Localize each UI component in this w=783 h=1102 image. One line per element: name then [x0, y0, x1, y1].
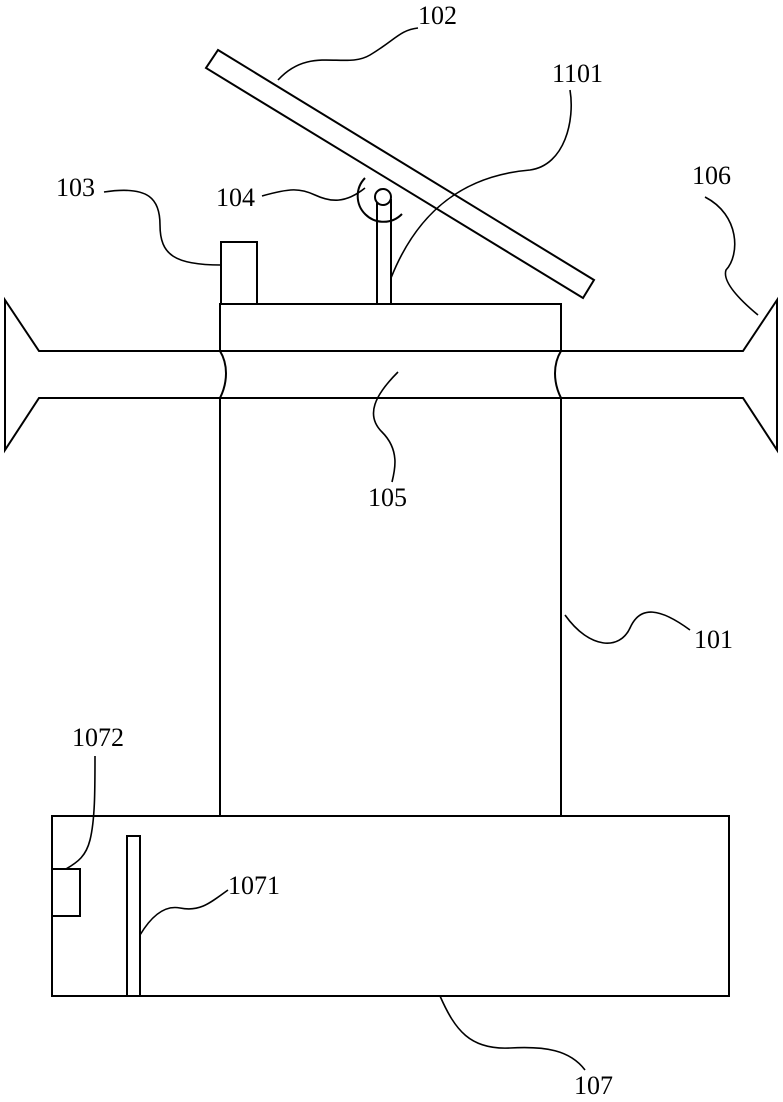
- support-rod: [377, 200, 391, 304]
- label-base: 107: [574, 1071, 613, 1100]
- label-panel: 102: [418, 1, 457, 30]
- base-plate: [127, 836, 140, 996]
- base-component: [52, 869, 80, 916]
- label-column: 101: [694, 625, 733, 654]
- leader-107: [440, 996, 585, 1070]
- sensor-box: [221, 242, 257, 304]
- label-base-component: 1072: [72, 723, 124, 752]
- label-crossbar: 105: [368, 483, 407, 512]
- base-box: [52, 816, 729, 996]
- hinge-pin: [375, 189, 391, 205]
- label-right-flare: 106: [692, 161, 731, 190]
- label-sensor-box: 103: [56, 173, 95, 202]
- leader-106: [705, 197, 758, 315]
- column-body: [220, 395, 561, 816]
- label-hinge: 104: [216, 183, 255, 212]
- tilted-panel: [206, 50, 594, 298]
- leader-102: [278, 28, 418, 80]
- label-base-plate: 1071: [228, 871, 280, 900]
- leader-103: [104, 190, 221, 265]
- top-platform: [220, 304, 561, 351]
- label-rod: 1101: [552, 59, 603, 88]
- leader-104: [262, 188, 365, 200]
- leader-101: [565, 612, 690, 643]
